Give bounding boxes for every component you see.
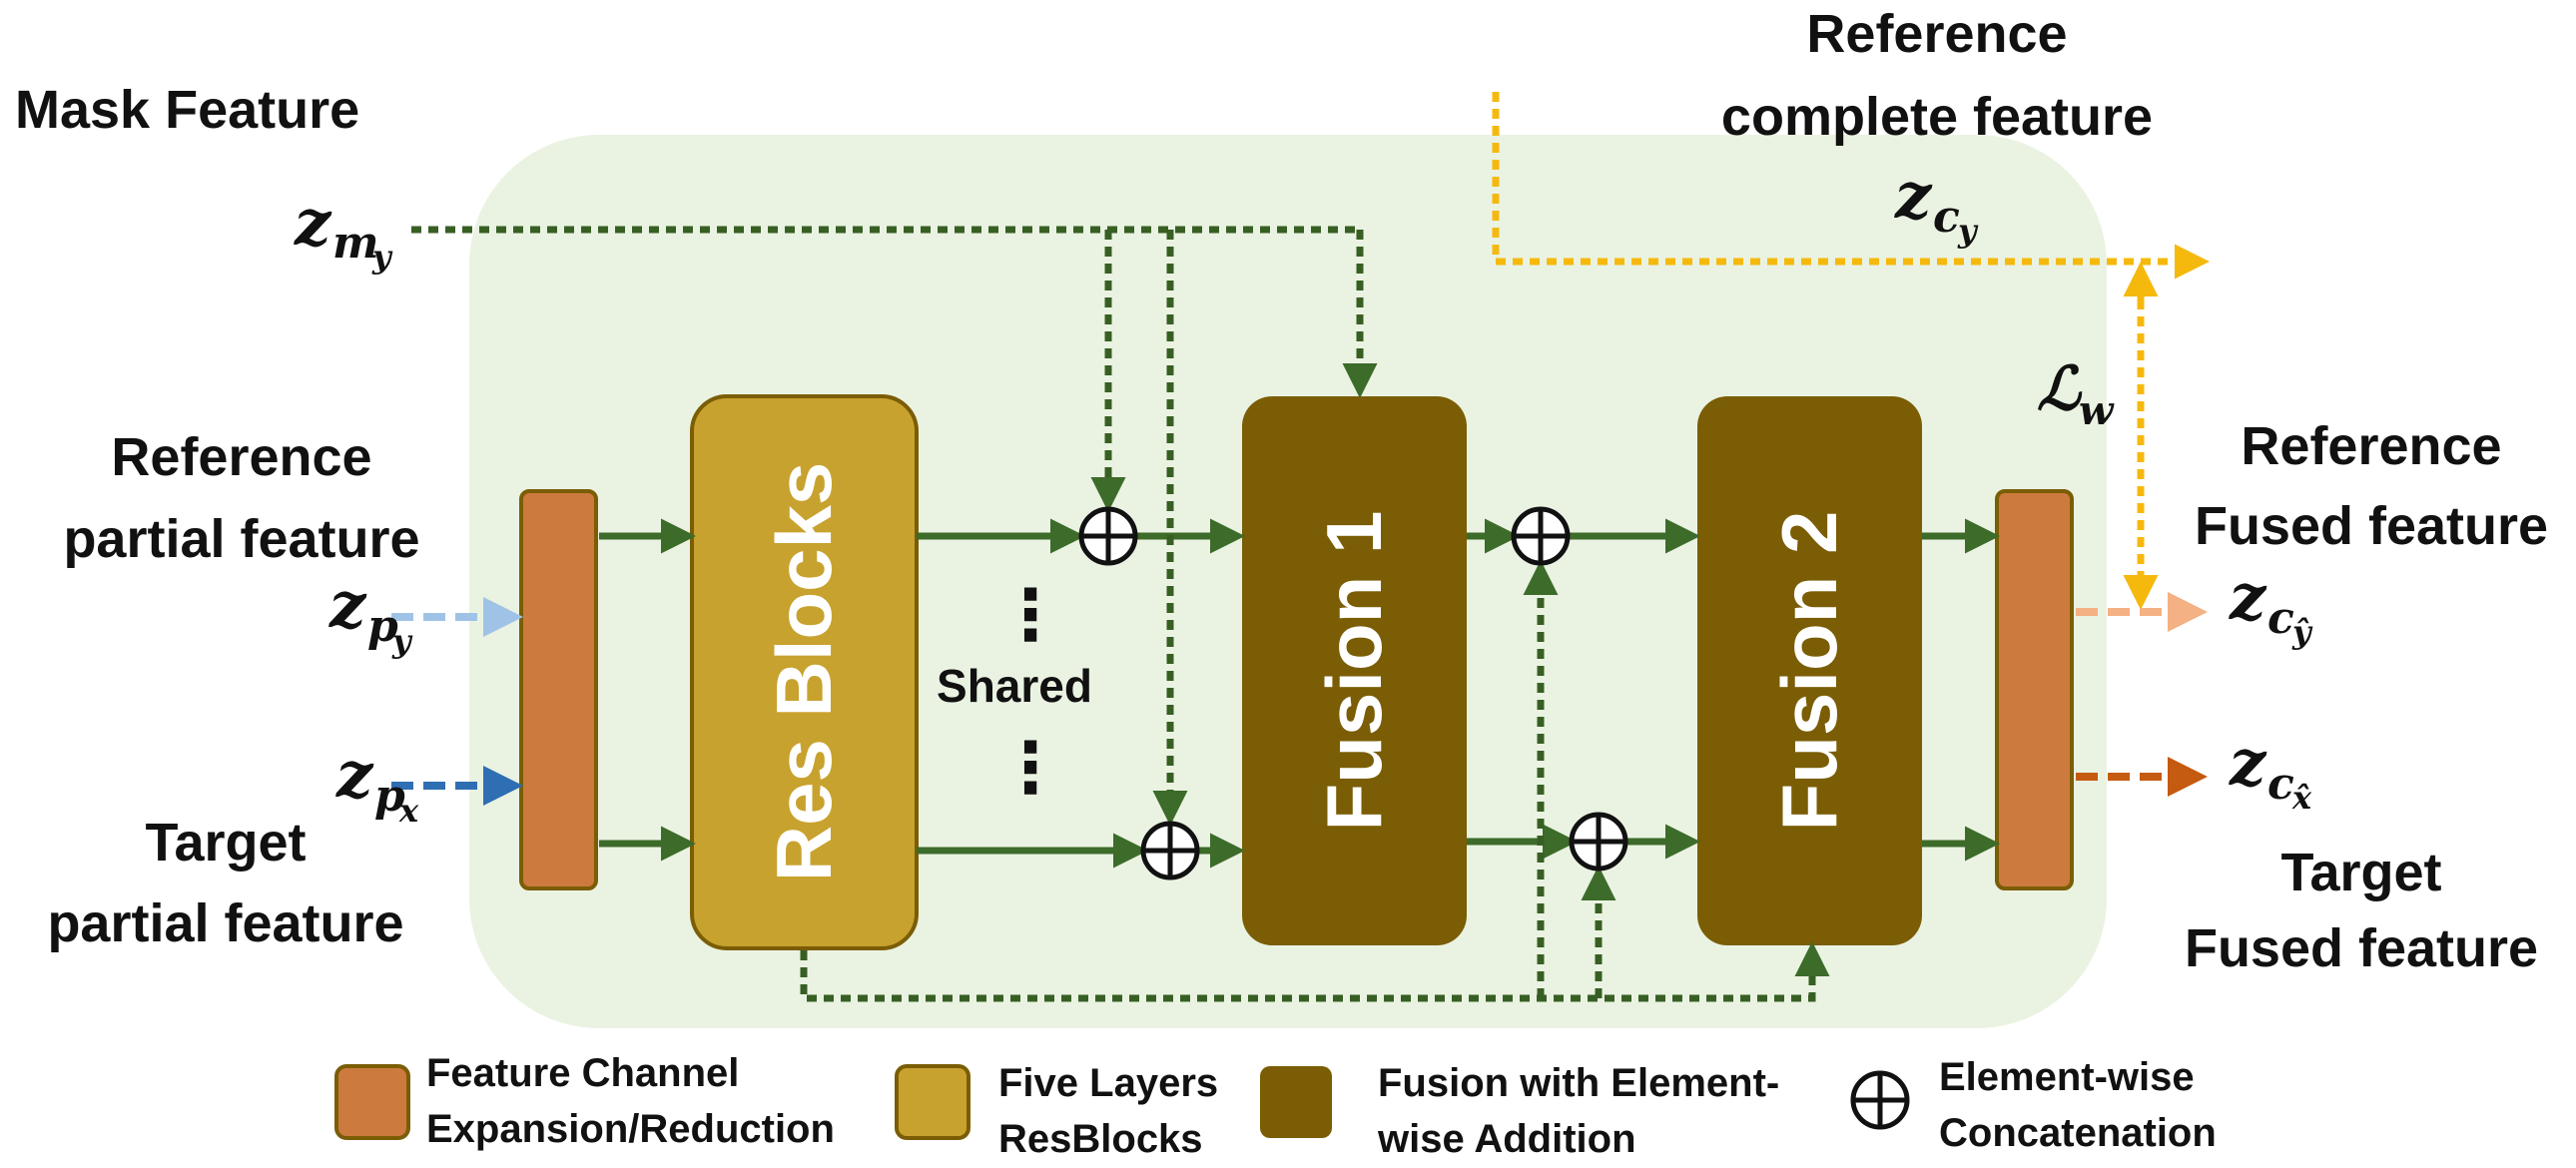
fusion1-label: Fusion 1 — [1310, 511, 1398, 832]
svg-text:x: x — [398, 792, 419, 830]
legend-fusion-text-1: Fusion with Element- — [1378, 1061, 1779, 1105]
svg-text:c: c — [2267, 593, 2294, 644]
legend: Feature Channel Expansion/Reduction Five… — [334, 1051, 2217, 1161]
legend-channel-text-2: Expansion/Reduction — [426, 1107, 835, 1151]
svg-text:z: z — [2229, 726, 2267, 801]
svg-text:y: y — [371, 238, 393, 276]
legend-swatch-channel — [334, 1064, 410, 1140]
svg-text:z: z — [328, 568, 367, 643]
legend-resblocks-text-2: ResBlocks — [998, 1117, 1203, 1161]
math-z-c-yhat: z c ŷ — [2229, 560, 2313, 651]
tgt-fused-label-1: Target — [2280, 843, 2441, 902]
ref-partial-label-1: Reference — [111, 427, 371, 487]
svg-text:p: p — [367, 601, 398, 652]
svg-text:x̂: x̂ — [2291, 779, 2312, 817]
svg-text:c: c — [2267, 759, 2294, 810]
svg-text:ŷ: ŷ — [2291, 613, 2313, 651]
svg-text:y: y — [1957, 212, 1979, 250]
ref-fused-label-1: Reference — [2241, 416, 2501, 476]
output-channel-block — [1995, 489, 2074, 890]
ref-fused-label-2: Fused feature — [2195, 496, 2548, 556]
resblock-skip-bottom — [800, 941, 1830, 1002]
svg-text:m: m — [332, 218, 379, 269]
fusion2-label: Fusion 2 — [1765, 511, 1853, 832]
legend-channel-text-1: Feature Channel — [426, 1051, 739, 1095]
tgt-fused-label-2: Fused feature — [2185, 918, 2538, 978]
svg-text:y: y — [391, 622, 413, 660]
svg-text:z: z — [1894, 159, 1933, 234]
fusion2-box — [1697, 396, 1922, 945]
legend-concat-text-2: Concatenation — [1939, 1111, 2217, 1155]
tgt-partial-label-1: Target — [145, 813, 306, 873]
math-z-c-y: z c y — [1894, 159, 1979, 250]
fusion1-box — [1242, 396, 1467, 945]
math-z-c-xhat: z c x̂ — [2229, 726, 2312, 817]
tgt-partial-label-2: partial feature — [47, 893, 403, 953]
shared-label: Shared — [937, 660, 1092, 712]
svg-text:z: z — [294, 186, 332, 261]
shared-dots-top: ⋮ — [995, 576, 1065, 654]
svg-text:w: w — [2079, 387, 2115, 434]
math-loss-w: ℒ w — [2037, 354, 2115, 434]
ref-complete-label-1: Reference — [1806, 4, 2067, 64]
svg-text:z: z — [335, 738, 374, 813]
svg-text:z: z — [2229, 560, 2267, 635]
shared-dots-bottom: ⋮ — [995, 729, 1065, 807]
legend-concat-symbol — [1850, 1070, 1910, 1130]
res-blocks-box — [690, 394, 919, 950]
res-blocks-label: Res Blocks — [760, 462, 848, 882]
input-channel-block — [519, 489, 598, 890]
svg-text:ℒ: ℒ — [2037, 354, 2083, 424]
legend-concat-text-1: Element-wise — [1939, 1055, 2195, 1099]
mask-feature-label: Mask Feature — [15, 80, 359, 140]
complete-feature-line — [1492, 92, 2210, 280]
legend-swatch-resblocks — [895, 1064, 970, 1140]
math-z-m-y: z m y — [294, 186, 393, 276]
legend-swatch-fusion — [1260, 1066, 1332, 1138]
ref-complete-label-2: complete feature — [1721, 87, 2153, 147]
math-z-p-x: z p x — [335, 738, 419, 830]
ref-partial-label-2: partial feature — [63, 509, 419, 569]
legend-fusion-text-2: wise Addition — [1377, 1117, 1636, 1161]
svg-text:p: p — [374, 771, 405, 822]
math-z-p-y: z p y — [328, 568, 413, 660]
concat-op-2 — [1140, 821, 1200, 880]
concat-op-3 — [1511, 506, 1571, 566]
concat-op-1 — [1078, 506, 1138, 566]
concat-op-4 — [1569, 812, 1628, 872]
svg-text:c: c — [1933, 192, 1960, 243]
legend-resblocks-text-1: Five Layers — [998, 1061, 1218, 1105]
